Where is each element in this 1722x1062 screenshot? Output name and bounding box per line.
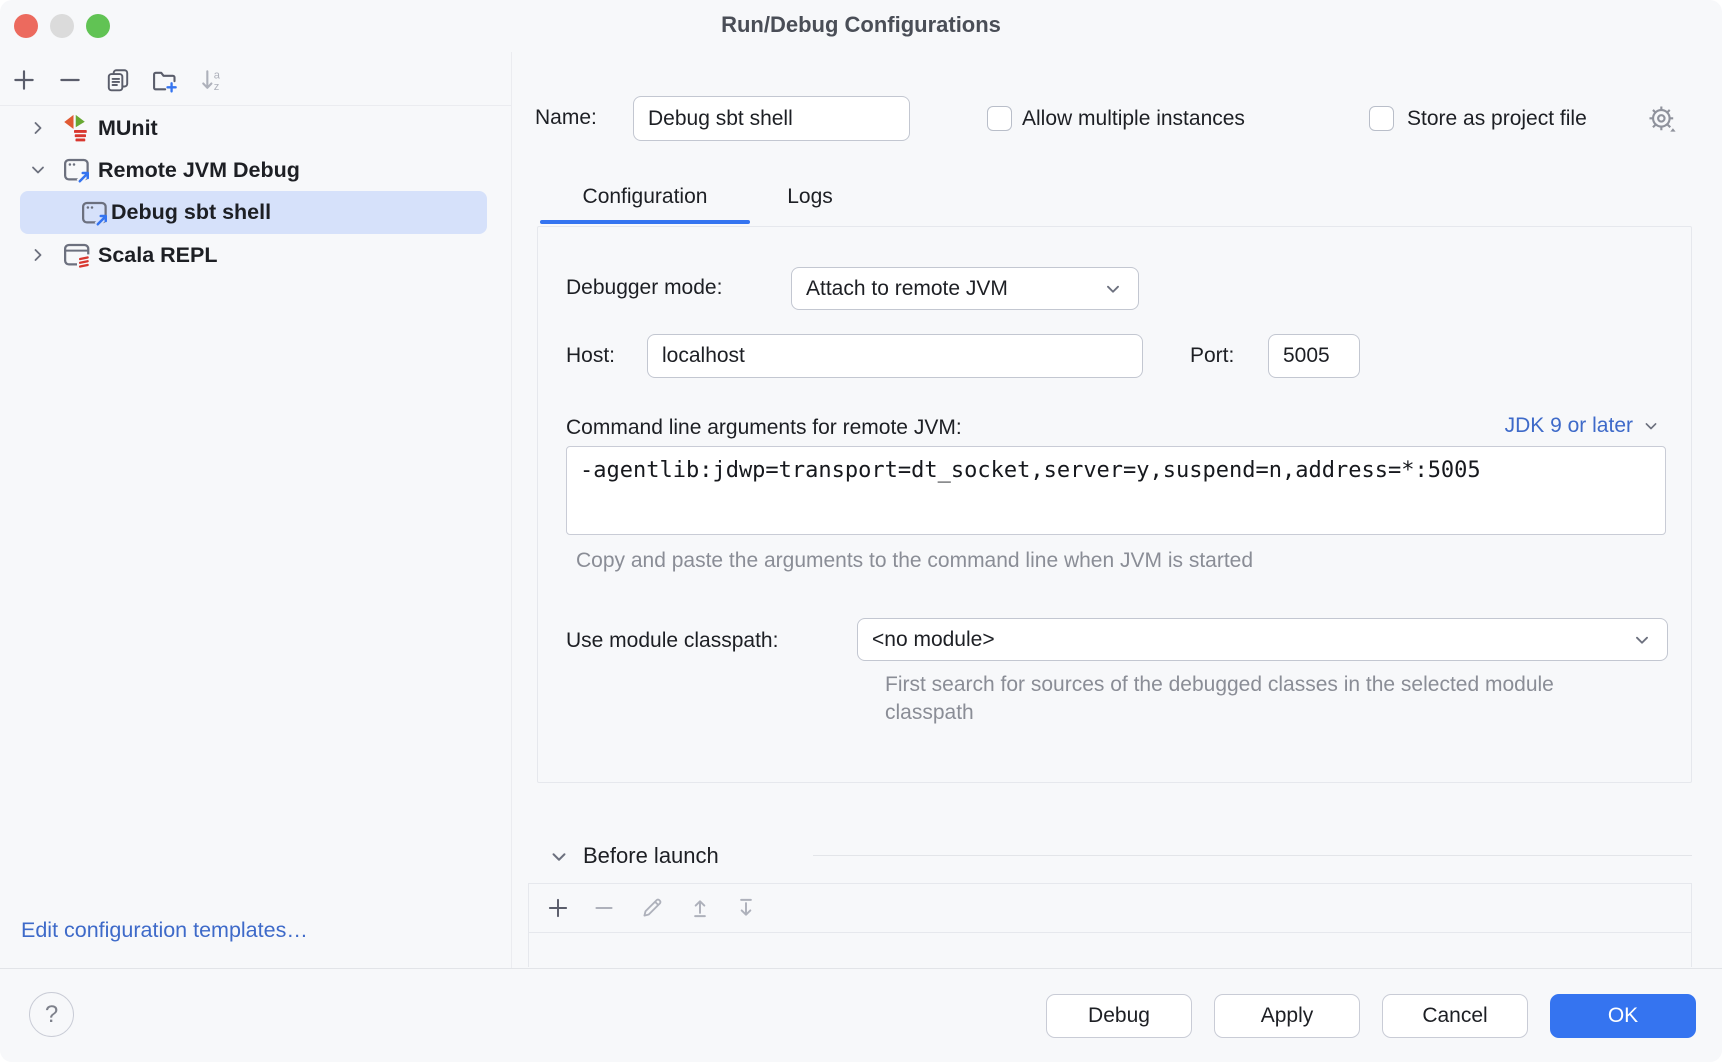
add-task-icon[interactable] [545, 895, 571, 921]
configurations-tree: MUnit Remote [0, 107, 511, 276]
chevron-down-icon [1645, 423, 1657, 430]
before-launch-title: Before launch [583, 843, 719, 868]
tab-configuration[interactable]: Configuration [582, 185, 708, 208]
tree-item-remote-jvm-debug[interactable]: Remote JVM Debug [0, 149, 511, 191]
host-input-value: localhost [662, 344, 745, 367]
sort-configurations-icon[interactable]: a z [198, 66, 226, 94]
name-input-value: Debug sbt shell [648, 106, 793, 130]
help-button-label: ? [44, 1000, 59, 1028]
store-as-project-file-label: Store as project file [1407, 107, 1587, 130]
cmdline-arguments-value: -agentlib:jdwp=transport=dt_socket,serve… [580, 458, 1481, 483]
configuration-panel: Debugger mode: Attach to remote JVM Host… [537, 226, 1692, 783]
allow-multiple-instances-checkbox[interactable] [987, 106, 1012, 131]
jdk-version-value: JDK 9 or later [1504, 414, 1633, 437]
active-tab-underline [540, 220, 750, 224]
store-options-gear-icon[interactable] [1646, 103, 1678, 135]
tree-item-label: MUnit [98, 115, 158, 140]
jdk-version-selector[interactable]: JDK 9 or later [1505, 414, 1661, 438]
tree-item-scala-repl[interactable]: Scala REPL [0, 234, 511, 276]
module-classpath-label: Use module classpath: [566, 629, 779, 652]
tree-item-debug-sbt-shell[interactable]: Debug sbt shell [20, 191, 487, 234]
module-classpath-hint: First search for sources of the debugged… [885, 673, 1554, 724]
munit-icon [62, 113, 92, 143]
debug-button[interactable]: Debug [1046, 994, 1192, 1038]
before-launch-toolbar [529, 884, 1691, 933]
help-button[interactable]: ? [29, 992, 74, 1037]
module-classpath-value: <no module> [872, 627, 995, 651]
debugger-mode-label: Debugger mode: [566, 276, 723, 299]
cmdline-hint: Copy and paste the arguments to the comm… [576, 549, 1254, 572]
minimize-window-button[interactable] [50, 14, 74, 38]
chevron-down-icon [1102, 278, 1124, 300]
sidebar-toolbar: a z [0, 52, 511, 106]
svg-text:z: z [214, 81, 220, 93]
move-down-icon[interactable] [733, 895, 759, 921]
module-classpath-dropdown[interactable]: <no module> [857, 618, 1668, 661]
port-input-value: 5005 [1283, 344, 1330, 367]
chevron-right-icon[interactable] [28, 118, 48, 138]
remote-jvm-debug-icon [62, 155, 92, 185]
tree-item-label: Debug sbt shell [111, 200, 272, 224]
port-input[interactable]: 5005 [1268, 334, 1360, 378]
ok-button[interactable]: OK [1550, 994, 1696, 1038]
edit-task-icon[interactable] [639, 895, 665, 921]
tree-item-label: Remote JVM Debug [98, 157, 300, 182]
configurations-sidebar: a z [0, 52, 512, 968]
before-launch-divider [813, 855, 1692, 856]
host-input[interactable]: localhost [647, 334, 1143, 378]
cmdline-arguments-input[interactable]: -agentlib:jdwp=transport=dt_socket,serve… [566, 446, 1666, 535]
add-configuration-icon[interactable] [10, 66, 38, 94]
tree-item-label: Scala REPL [98, 242, 218, 267]
debugger-mode-dropdown[interactable]: Attach to remote JVM [791, 267, 1139, 310]
name-input[interactable]: Debug sbt shell [633, 96, 910, 141]
chevron-down-icon [1631, 629, 1653, 651]
configuration-editor: Name: Debug sbt shell Allow multiple ins… [512, 52, 1722, 968]
host-label: Host: [566, 344, 616, 367]
close-window-button[interactable] [14, 14, 38, 38]
cmdline-arguments-label: Command line arguments for remote JVM: [566, 416, 962, 439]
allow-multiple-instances-label: Allow multiple instances [1022, 107, 1245, 130]
store-as-project-file-checkbox[interactable] [1369, 106, 1394, 131]
remote-jvm-debug-icon [80, 198, 110, 228]
tree-item-munit[interactable]: MUnit [0, 107, 511, 149]
zoom-window-button[interactable] [86, 14, 110, 38]
dialog-footer: ? Debug Apply Cancel OK [0, 968, 1722, 1062]
remove-task-icon[interactable] [591, 895, 617, 921]
port-label: Port: [1190, 344, 1235, 367]
window-title: Run/Debug Configurations [721, 12, 1001, 37]
before-launch-collapse-icon[interactable] [548, 846, 570, 868]
cancel-button[interactable]: Cancel [1382, 994, 1528, 1038]
scala-repl-icon [62, 240, 92, 270]
chevron-right-icon[interactable] [28, 245, 48, 265]
title-bar: Run/Debug Configurations [0, 0, 1722, 52]
tab-logs[interactable]: Logs [787, 185, 833, 208]
chevron-down-icon[interactable] [28, 160, 48, 180]
new-folder-icon[interactable] [150, 66, 178, 94]
dialog-body: a z [0, 52, 1722, 968]
remove-configuration-icon[interactable] [56, 66, 84, 94]
apply-button[interactable]: Apply [1214, 994, 1360, 1038]
debugger-mode-value: Attach to remote JVM [806, 276, 1008, 300]
before-launch-tasks-box [528, 883, 1692, 967]
svg-text:a: a [214, 69, 221, 81]
name-label: Name: [535, 106, 597, 129]
edit-configuration-templates-link[interactable]: Edit configuration templates… [21, 918, 308, 942]
move-up-icon[interactable] [687, 895, 713, 921]
copy-configuration-icon[interactable] [104, 66, 132, 94]
